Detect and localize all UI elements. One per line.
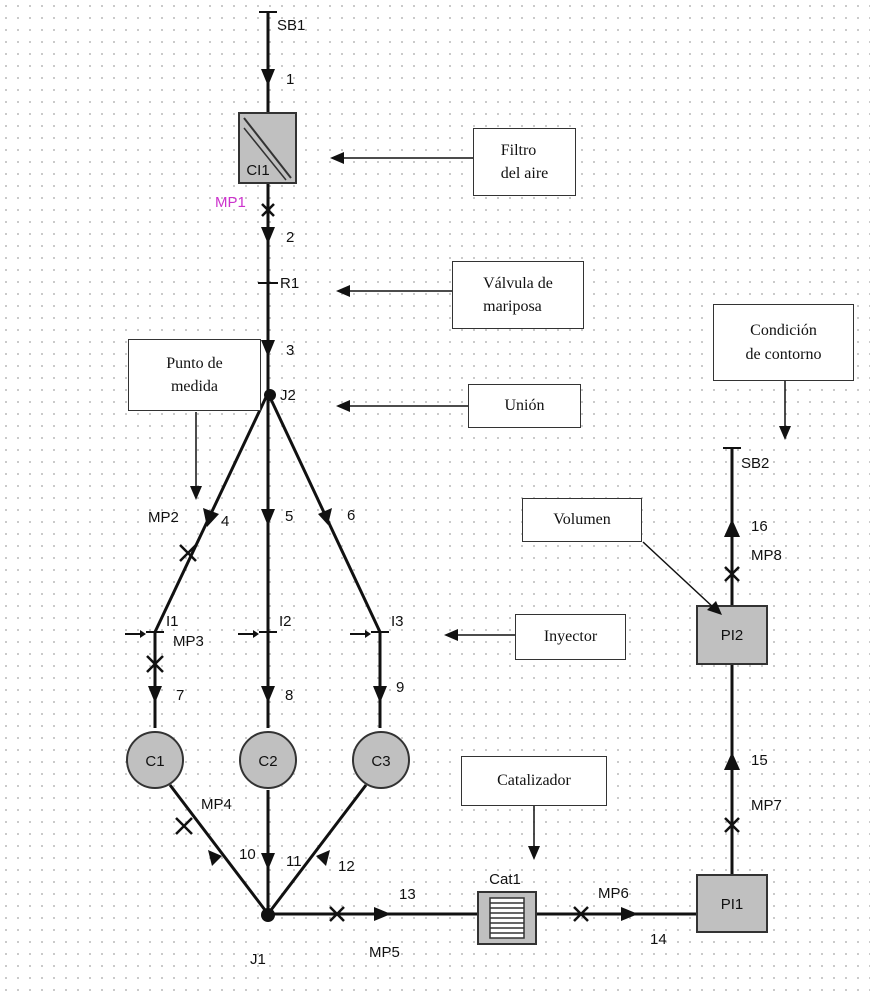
callout-measure-point: Punto de medida [128, 339, 261, 411]
flow-arrows [148, 69, 740, 921]
mp4-label: MP4 [201, 796, 232, 813]
flow-arrow-13 [374, 907, 391, 921]
callout-injector: Inyector [515, 614, 626, 660]
mp1-mark [261, 203, 275, 217]
flow-arrow-14 [621, 907, 638, 921]
mp1-label: MP1 [215, 194, 246, 211]
junction-j2 [264, 389, 276, 401]
callout-union: Unión [468, 384, 581, 428]
cylinder-c1: C1 [126, 731, 184, 789]
pipe-9-label: 9 [396, 679, 404, 696]
i2-label: I2 [279, 613, 292, 630]
pipe-4-label: 4 [221, 513, 229, 530]
callout-air-filter: Filtro del aire [473, 128, 576, 196]
air-filter-ci1: CI1 [238, 112, 297, 184]
i3-label: I3 [391, 613, 404, 630]
flow-arrow-8 [261, 686, 275, 703]
callout-butterfly-valve: Válvula de mariposa [452, 261, 584, 329]
measure-point-marks [146, 203, 740, 922]
pipe-14-label: 14 [650, 931, 667, 948]
callout-catalyst: Catalizador [461, 756, 607, 806]
mp2-mark [179, 544, 197, 562]
callout-volume-text: Volumen [553, 511, 611, 529]
mp5-mark [329, 906, 345, 922]
sb2-label: SB2 [741, 455, 769, 472]
callout-boundary-condition-text: Condición de contorno [745, 322, 822, 363]
pipe-15-label: 15 [751, 752, 768, 769]
pipe-8-label: 8 [285, 687, 293, 704]
c2-label: C2 [258, 753, 277, 770]
pipe-16-label: 16 [751, 518, 768, 535]
pipe-2-label: 2 [286, 229, 294, 246]
plenum-pi2: PI2 [696, 605, 768, 665]
injector-marks [125, 630, 389, 638]
flow-arrow-4 [203, 508, 219, 527]
flow-arrow-11 [261, 853, 275, 870]
callout-injector-text: Inyector [543, 628, 598, 646]
callout-measure-point-text: Punto de medida [166, 354, 223, 395]
cylinder-c3: C3 [352, 731, 410, 789]
cat1-label: Cat1 [489, 871, 521, 888]
mp3-label: MP3 [173, 633, 204, 650]
junction-j1 [261, 908, 275, 922]
i1-label: I1 [166, 613, 179, 630]
flow-arrow-10 [208, 850, 222, 866]
mp7-label: MP7 [751, 797, 782, 814]
callout-catalyst-text: Catalizador [497, 772, 571, 790]
j1-label: J1 [250, 951, 266, 968]
pipe-6-label: 6 [347, 507, 355, 524]
j2-label: J2 [280, 387, 296, 404]
pi2-label: PI2 [721, 627, 744, 644]
flow-arrow-9 [373, 686, 387, 703]
flow-arrow-7 [148, 686, 162, 703]
flow-arrow-6 [318, 508, 332, 525]
callout-arrows [190, 152, 791, 860]
r1-label: R1 [280, 275, 299, 292]
pi1-label: PI1 [721, 896, 744, 913]
flow-arrow-3 [261, 340, 275, 357]
callout-union-text: Unión [504, 397, 545, 415]
pipe-11-label: 11 [286, 853, 302, 870]
pipe-13-label: 13 [399, 886, 416, 903]
callout-boundary-condition: Condición de contorno [713, 304, 854, 381]
pipe-5-label: 5 [285, 508, 293, 525]
pipe-7-label: 7 [176, 687, 184, 704]
mp2-label: MP2 [148, 509, 179, 526]
flow-arrow-12 [316, 850, 330, 866]
c1-label: C1 [145, 753, 164, 770]
pipe-10-label: 10 [239, 846, 256, 863]
pipe-1-label: 1 [286, 71, 294, 88]
mp7-mark [724, 817, 740, 833]
flow-arrow-5 [261, 509, 275, 526]
flow-arrow-2 [261, 227, 275, 244]
c3-label: C3 [371, 753, 390, 770]
sb1-label: SB1 [277, 17, 305, 34]
mp6-mark [573, 906, 589, 922]
mp5-label: MP5 [369, 944, 400, 961]
mp6-label: MP6 [598, 885, 629, 902]
callout-butterfly-valve-text: Válvula de mariposa [483, 274, 553, 315]
mp8-label: MP8 [751, 547, 782, 564]
plenum-pi1: PI1 [696, 874, 768, 933]
callout-air-filter-text: Filtro del aire [500, 141, 549, 182]
mp8-mark [724, 566, 740, 582]
pipe-12-label: 12 [338, 858, 355, 875]
flow-arrow-16 [724, 519, 740, 537]
mp4-mark [175, 817, 193, 835]
pipe-3-label: 3 [286, 342, 294, 359]
flow-arrow-1 [261, 69, 275, 86]
flow-arrow-15 [724, 752, 740, 770]
callout-volume: Volumen [522, 498, 642, 542]
cylinder-c2: C2 [239, 731, 297, 789]
ci1-label: CI1 [246, 162, 269, 179]
catalyst-cat1: Cat1 [477, 871, 537, 945]
mp3-mark [146, 655, 164, 673]
